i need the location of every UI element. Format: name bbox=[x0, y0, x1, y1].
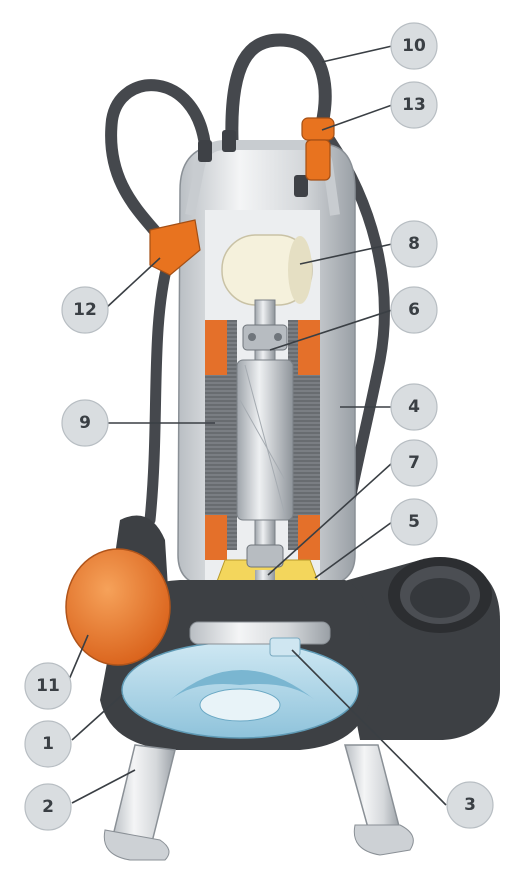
callout-label-6: 6 bbox=[408, 300, 420, 320]
callout-label-11: 11 bbox=[36, 676, 60, 696]
callout-label-3: 3 bbox=[464, 795, 476, 815]
callout-label-9: 9 bbox=[79, 413, 91, 433]
leader-5 bbox=[314, 521, 393, 579]
leader-8 bbox=[299, 243, 393, 265]
callout-4: 4 bbox=[390, 383, 438, 431]
float-switch bbox=[65, 515, 171, 666]
callout-11: 11 bbox=[24, 662, 72, 710]
leader-2 bbox=[71, 769, 136, 804]
callout-label-1: 1 bbox=[42, 734, 54, 754]
power-cable bbox=[105, 33, 390, 526]
callout-3: 3 bbox=[446, 781, 494, 829]
callout-label-2: 2 bbox=[42, 797, 54, 817]
pump-stand bbox=[103, 744, 414, 861]
leader-lines bbox=[67, 45, 447, 806]
callout-9: 9 bbox=[61, 399, 109, 447]
callout-label-12: 12 bbox=[73, 300, 97, 320]
upper-bearing bbox=[242, 324, 288, 351]
callout-8: 8 bbox=[390, 220, 438, 268]
callout-2: 2 bbox=[24, 783, 72, 831]
callout-7: 7 bbox=[390, 439, 438, 487]
leader-7 bbox=[267, 462, 393, 576]
callout-label-8: 8 bbox=[408, 234, 420, 254]
leader-3 bbox=[291, 649, 447, 806]
callout-label-4: 4 bbox=[408, 397, 420, 417]
leader-1 bbox=[71, 694, 123, 741]
callout-12: 12 bbox=[61, 286, 109, 334]
leader-13 bbox=[321, 104, 393, 131]
discharge-outlet bbox=[330, 557, 500, 740]
cable-clamp-left bbox=[149, 219, 201, 276]
callout-1: 1 bbox=[24, 720, 72, 768]
callout-13: 13 bbox=[390, 81, 438, 129]
leader-11 bbox=[67, 634, 89, 683]
callout-label-13: 13 bbox=[402, 95, 426, 115]
callout-label-10: 10 bbox=[402, 36, 426, 56]
callout-label-7: 7 bbox=[408, 453, 420, 473]
callout-label-5: 5 bbox=[408, 512, 420, 532]
callout-10: 10 bbox=[390, 22, 438, 70]
leader-12 bbox=[105, 257, 161, 309]
capacitor bbox=[221, 234, 313, 306]
leader-10 bbox=[321, 45, 393, 63]
leader-6 bbox=[269, 309, 393, 351]
cable-clamp-right bbox=[301, 117, 335, 181]
callout-6: 6 bbox=[390, 286, 438, 334]
callout-5: 5 bbox=[390, 498, 438, 546]
